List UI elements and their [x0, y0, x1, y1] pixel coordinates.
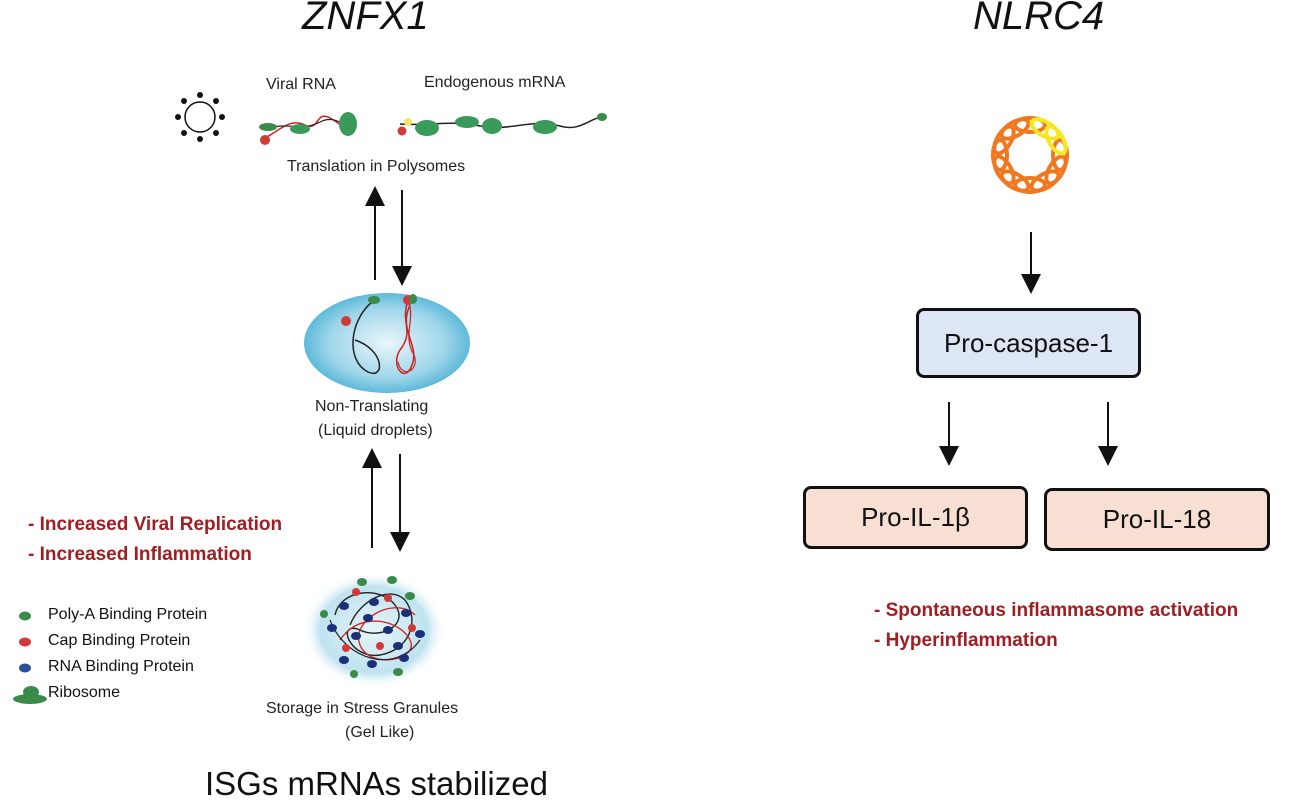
effect-hyperinflammation: - Hyperinflammation [874, 630, 1058, 651]
effect-spontaneous-activation: - Spontaneous inflammasome activation [874, 600, 1239, 621]
virus-icon [175, 92, 225, 142]
storage-label: Storage in Stress Granules [266, 700, 459, 717]
legend-label: Cap Binding Protein [48, 632, 191, 649]
inflammasome-subunit [999, 169, 1031, 193]
inflammasome-subunit [999, 117, 1031, 141]
nlrc4-title: NLRC4 [973, 0, 1105, 38]
legend-ribosome: Ribosome [48, 684, 120, 702]
translation-label: Translation in Polysomes [287, 158, 466, 175]
inflammasome-subunit [1029, 169, 1061, 193]
endogenous-mrna-icon [397, 113, 607, 136]
endogenous-mrna-label: Endogenous mRNA [424, 74, 566, 91]
inflammasome-subunit [1044, 124, 1068, 156]
footer-caption: ISGs mRNAs stabilized [205, 765, 548, 802]
non-translating-label: Non-Translating [315, 398, 429, 415]
viral-rna-icon [259, 112, 357, 145]
pro-il-1b-label: Pro-IL-1β [861, 502, 970, 532]
legend-rna-binding: RNA Binding Protein [48, 658, 194, 676]
stress-granule-icon [302, 572, 446, 688]
legend-poly-a: Poly-A Binding Protein [48, 606, 207, 624]
inflammasome-icon [991, 116, 1069, 194]
pro-il-1b-box: Pro-IL-1β [803, 486, 1028, 549]
inflammasome-subunit [1013, 116, 1047, 134]
inflammasome-subunit [992, 124, 1016, 156]
legend-icons [13, 611, 47, 704]
liquid-droplets-label: (Liquid droplets) [318, 422, 433, 439]
pro-caspase-1-box: Pro-caspase-1 [916, 308, 1141, 378]
inflammasome-subunit [1051, 138, 1069, 172]
legend-label: Poly-A Binding Protein [48, 606, 208, 623]
viral-rna-label: Viral RNA [266, 76, 336, 93]
effect-viral-replication: - Increased Viral Replication [28, 514, 283, 535]
pro-il-18-label: Pro-IL-18 [1102, 504, 1212, 534]
legend-label: RNA Binding Protein [48, 658, 194, 675]
znfx1-title: ZNFX1 [302, 0, 429, 38]
inflammasome-subunit [992, 154, 1016, 186]
znfx1-effects: - Increased Viral Replication - Increase… [28, 510, 282, 570]
effect-inflammation: - Increased Inflammation [28, 544, 252, 565]
inflammasome-subunit [1013, 176, 1047, 194]
pro-caspase-1-label: Pro-caspase-1 [943, 327, 1114, 358]
inflammasome-subunit [1044, 154, 1068, 186]
liquid-droplet-icon [304, 293, 470, 393]
gel-like-label: (Gel Like) [345, 724, 415, 741]
legend-label: Ribosome [48, 684, 121, 701]
legend-cap: Cap Binding Protein [48, 632, 190, 650]
nlrc4-effects: - Spontaneous inflammasome activation - … [874, 596, 1238, 656]
inflammasome-subunit [1029, 117, 1061, 141]
inflammasome-subunit [991, 138, 1009, 172]
pro-il-18-box: Pro-IL-18 [1044, 488, 1270, 551]
